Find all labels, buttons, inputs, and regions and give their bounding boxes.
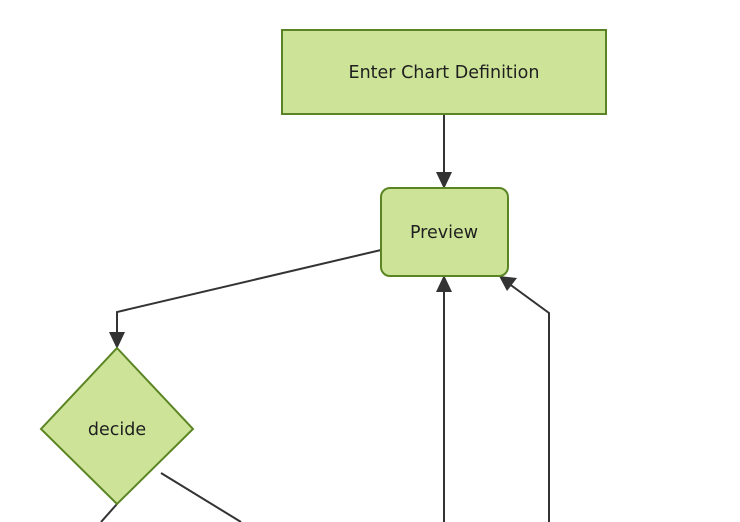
nodes-layer: Enter Chart Definition Preview decide — [39, 29, 607, 506]
edge-decide-to-offscreen-right[interactable] — [160, 472, 242, 522]
arrow-head-icon — [109, 332, 125, 349]
edge-enter-to-preview[interactable] — [436, 114, 452, 189]
edge-line — [116, 249, 382, 340]
node-shape-rounded-rectangle — [380, 187, 509, 277]
arrow-head-icon — [436, 275, 452, 292]
node-shape-rectangle — [281, 29, 607, 115]
edge-decide-to-offscreen-left[interactable] — [100, 503, 118, 522]
edge-bottom-right-to-preview[interactable] — [499, 276, 550, 522]
node-preview[interactable]: Preview — [380, 187, 509, 277]
arrow-head-icon — [499, 276, 517, 291]
edge-line — [100, 503, 118, 522]
edge-line — [507, 282, 550, 522]
edge-bottom-center-to-preview[interactable] — [436, 275, 452, 522]
node-decide[interactable]: decide — [39, 346, 195, 506]
edge-preview-to-decide[interactable] — [109, 249, 382, 349]
edges-layer — [100, 114, 550, 522]
edge-line — [160, 472, 242, 522]
node-shape-diamond — [39, 346, 195, 506]
node-enter-chart-definition[interactable]: Enter Chart Definition — [281, 29, 607, 115]
arrow-head-icon — [436, 172, 452, 189]
